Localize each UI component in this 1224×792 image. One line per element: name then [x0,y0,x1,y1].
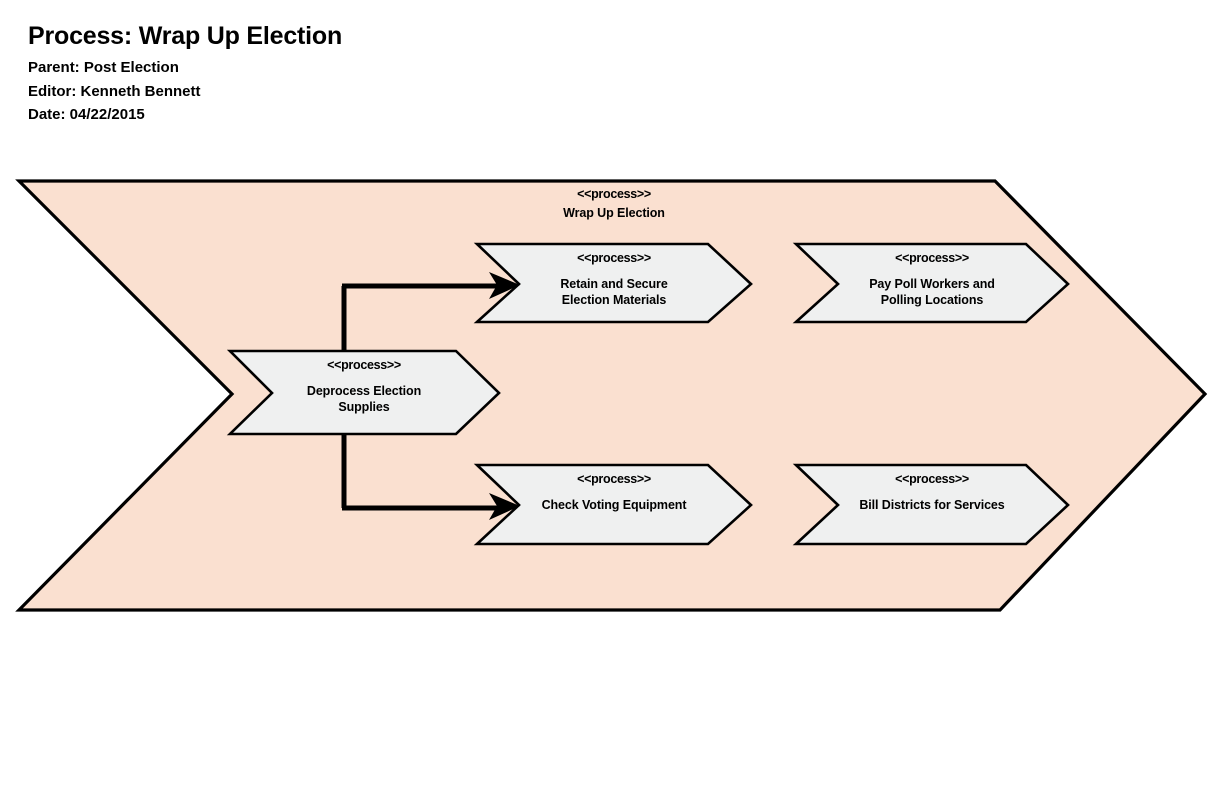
process-shape-retain-and-secure-election-materials[interactable] [473,242,753,324]
arrowhead-to-retain [489,272,520,299]
document-header: Process: Wrap Up Election Parent: Post E… [28,22,728,127]
page-title: Process: Wrap Up Election [28,22,343,50]
process-shape-deprocess-election-supplies[interactable] [226,349,501,436]
process-shape-check-voting-equipment[interactable] [473,463,753,546]
process-shape-pay-poll-workers-and-polling-locations[interactable] [792,242,1070,324]
header-editor-line: Editor: Kenneth Bennett [28,82,201,100]
process-shape-bill-districts-for-services[interactable] [792,463,1070,546]
header-date-line: Date: 04/22/2015 [28,106,145,124]
arrowhead-to-check [489,493,520,520]
header-parent-line: Parent: Post Election [28,59,179,76]
